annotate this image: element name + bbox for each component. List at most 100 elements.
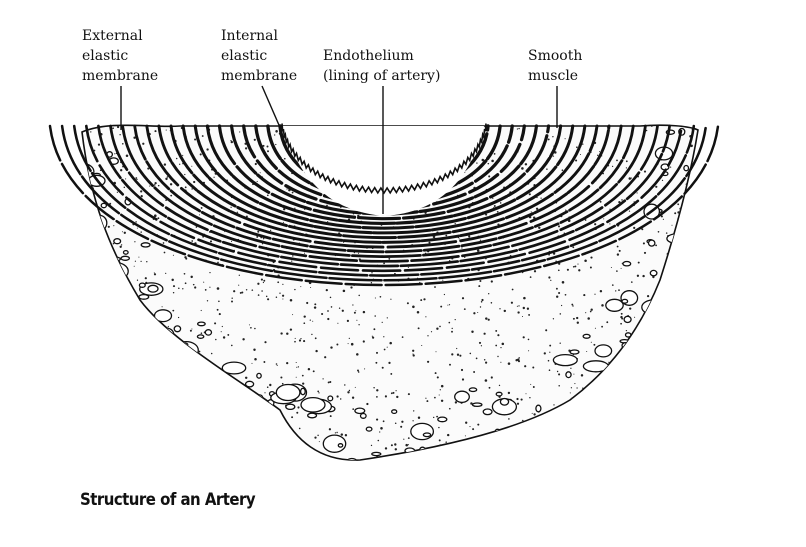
stipple-dot	[269, 454, 271, 456]
stipple-dot	[231, 300, 233, 303]
stipple-dot	[579, 153, 582, 156]
stipple-dot	[263, 279, 266, 282]
tissue-cell	[287, 449, 315, 461]
stipple-dot	[149, 185, 151, 187]
stipple-dot	[634, 316, 636, 318]
stipple-dot	[400, 425, 403, 428]
stipple-dot	[580, 374, 584, 377]
tissue-cell	[663, 300, 669, 308]
tissue-cell	[156, 339, 165, 345]
stipple-dot	[493, 205, 496, 207]
stipple-dot	[152, 381, 155, 383]
stipple-dot	[448, 321, 451, 324]
tissue-cell	[82, 260, 101, 273]
stipple-dot	[275, 363, 278, 365]
stipple-dot	[659, 297, 662, 300]
stipple-dot	[558, 291, 561, 295]
stipple-dot	[90, 131, 92, 133]
stipple-dot	[185, 257, 188, 260]
stipple-dot	[592, 457, 596, 460]
stipple-dot	[364, 368, 366, 370]
tissue-cell	[454, 454, 461, 461]
stipple-dot	[547, 359, 550, 362]
stipple-dot	[90, 387, 93, 390]
stipple-dot	[416, 310, 420, 314]
stipple-dot	[117, 421, 120, 425]
stipple-dot	[147, 423, 150, 425]
stipple-dot	[485, 213, 488, 216]
stipple-dot	[243, 442, 245, 445]
stipple-dot	[139, 439, 142, 442]
stipple-dot	[99, 398, 102, 401]
stipple-dot	[573, 373, 575, 375]
stipple-dot	[552, 155, 555, 157]
stipple-dot	[96, 259, 99, 262]
stipple-dot	[143, 415, 146, 418]
stipple-dot	[91, 222, 94, 226]
stipple-dot	[649, 333, 652, 336]
stipple-dot	[611, 165, 614, 168]
stipple-dot	[264, 341, 267, 344]
stipple-dot	[329, 380, 332, 384]
stipple-dot	[474, 454, 477, 458]
tissue-cell	[422, 432, 432, 438]
stipple-dot	[251, 289, 254, 291]
stipple-dot	[248, 457, 251, 459]
tissue-cell	[205, 387, 217, 395]
stipple-dot	[155, 449, 157, 451]
stipple-dot	[609, 223, 611, 225]
stipple-dot	[529, 432, 533, 435]
stipple-dot	[564, 419, 567, 421]
stipple-dot	[182, 288, 184, 290]
stipple-dot	[128, 413, 130, 415]
stipple-dot	[283, 157, 286, 160]
stipple-dot	[140, 195, 143, 198]
tissue-cell	[425, 466, 442, 483]
stipple-dot	[235, 404, 237, 406]
stipple-dot	[627, 366, 630, 369]
tissue-cell	[82, 195, 86, 209]
stipple-dot	[371, 336, 375, 339]
stipple-dot	[132, 404, 134, 406]
stipple-dot	[303, 443, 306, 447]
stipple-dot	[191, 454, 194, 457]
stipple-dot	[521, 315, 524, 318]
stipple-dot	[636, 333, 639, 336]
stipple-dot	[374, 315, 376, 317]
stipple-dot	[303, 252, 306, 254]
stipple-dot	[296, 411, 299, 414]
stipple-dot	[643, 170, 647, 173]
tissue-cell	[582, 360, 610, 373]
stipple-dot	[577, 263, 579, 265]
stipple-dot	[477, 453, 480, 455]
stipple-dot	[643, 461, 644, 462]
stipple-dot	[614, 443, 616, 445]
stipple-dot	[216, 407, 218, 409]
stipple-dot	[684, 450, 686, 453]
stipple-dot	[129, 327, 132, 331]
stipple-dot	[562, 437, 565, 440]
stipple-dot	[100, 425, 102, 427]
stipple-dot	[507, 391, 511, 395]
tissue-cell	[102, 256, 113, 263]
stipple-dot	[597, 154, 599, 156]
stipple-dot	[653, 388, 655, 390]
stipple-dot	[291, 416, 294, 419]
tissue-cell	[668, 311, 676, 319]
stipple-dot	[296, 366, 298, 368]
stipple-dot	[569, 392, 571, 394]
stipple-dot	[289, 457, 292, 460]
stipple-dot	[218, 300, 220, 303]
stipple-dot	[515, 429, 518, 431]
stipple-dot	[268, 423, 271, 426]
stipple-dot	[546, 168, 548, 170]
stipple-dot	[407, 393, 410, 396]
tissue-cell	[410, 422, 435, 441]
stipple-dot	[283, 208, 286, 211]
stipple-dot	[637, 261, 640, 264]
stipple-dot	[561, 281, 565, 284]
stipple-dot	[554, 414, 558, 418]
stipple-dot	[539, 428, 542, 431]
stipple-dot	[578, 269, 581, 272]
stipple-dot	[694, 312, 698, 316]
